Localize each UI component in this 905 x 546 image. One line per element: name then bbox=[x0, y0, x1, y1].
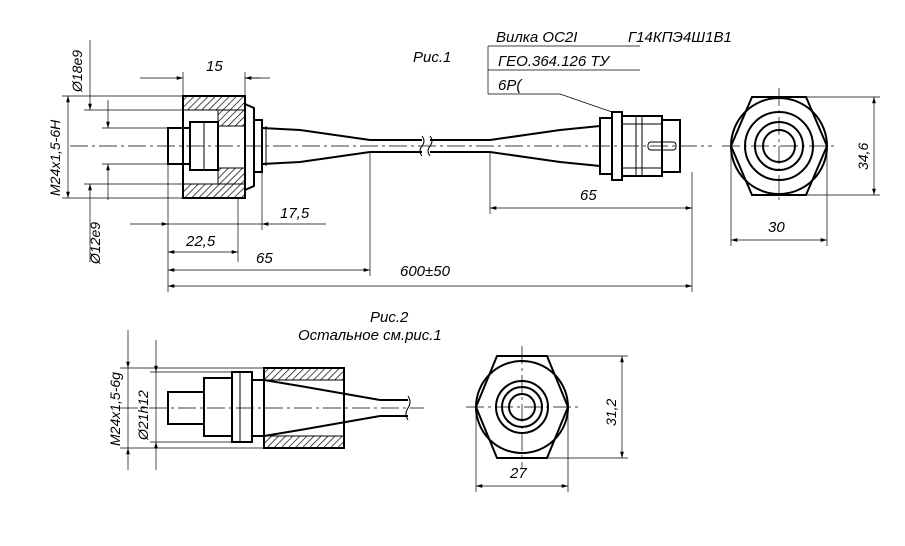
fig2-subcaption: Остальное см.рис.1 bbox=[298, 327, 442, 344]
fig2-dim-dia21: Ø21h12 bbox=[135, 390, 151, 441]
figure-2: Рис.2 Остальное см.рис.1 М24х1,5-6g bbox=[107, 309, 628, 492]
spec-line-1b: Г14КПЭ4Ш1В1 bbox=[628, 29, 732, 46]
dim-34-6: 34,6 bbox=[855, 143, 871, 170]
spec-line-3: 6Р( bbox=[498, 77, 523, 94]
right-taper-bottom bbox=[489, 151, 601, 167]
left-sleeve bbox=[253, 119, 267, 173]
dim-17-5: 17,5 bbox=[280, 205, 310, 222]
dim-22-5: 22,5 bbox=[185, 233, 216, 250]
cable-break-right bbox=[427, 135, 433, 157]
fig2-caption: Рис.2 bbox=[370, 309, 409, 326]
fig2-dim-31-2: 31,2 bbox=[603, 399, 619, 426]
end-view-hex bbox=[722, 88, 836, 204]
cable-break-left bbox=[419, 135, 425, 157]
left-taper-top bbox=[261, 127, 371, 141]
figure-1: 15 М24х1,5-6Н Ø18е9 Ø12е9 17,5 22,5 65 bbox=[47, 29, 880, 292]
right-taper-top bbox=[489, 125, 601, 141]
dim-30: 30 bbox=[768, 219, 785, 236]
spec-line-2: ГЕО.364.126 ТУ bbox=[498, 53, 611, 70]
dim-dia12: Ø12е9 bbox=[87, 222, 103, 265]
fig2-end-view-hex bbox=[466, 346, 578, 468]
fig2-dim-27: 27 bbox=[509, 465, 527, 482]
fig2-nut bbox=[263, 367, 345, 449]
right-plug-body bbox=[599, 111, 681, 181]
spec-line-1: Вилка ОС2I bbox=[496, 29, 577, 46]
fig2-plug-body bbox=[167, 371, 265, 443]
dim-15: 15 bbox=[206, 58, 223, 75]
left-coupling-nut bbox=[182, 95, 255, 199]
dim-dia18: Ø18е9 bbox=[69, 50, 85, 93]
dim-600: 600±50 bbox=[400, 263, 451, 280]
dim-65-right: 65 bbox=[580, 187, 597, 204]
left-pin-insert bbox=[167, 121, 219, 171]
left-taper-bottom bbox=[261, 151, 371, 165]
dim-65-left: 65 bbox=[256, 250, 273, 267]
fig1-caption: Рис.1 bbox=[413, 49, 451, 66]
dim-thread-m24: М24х1,5-6Н bbox=[47, 119, 63, 196]
fig2-dim-thread: М24х1,5-6g bbox=[107, 372, 123, 446]
